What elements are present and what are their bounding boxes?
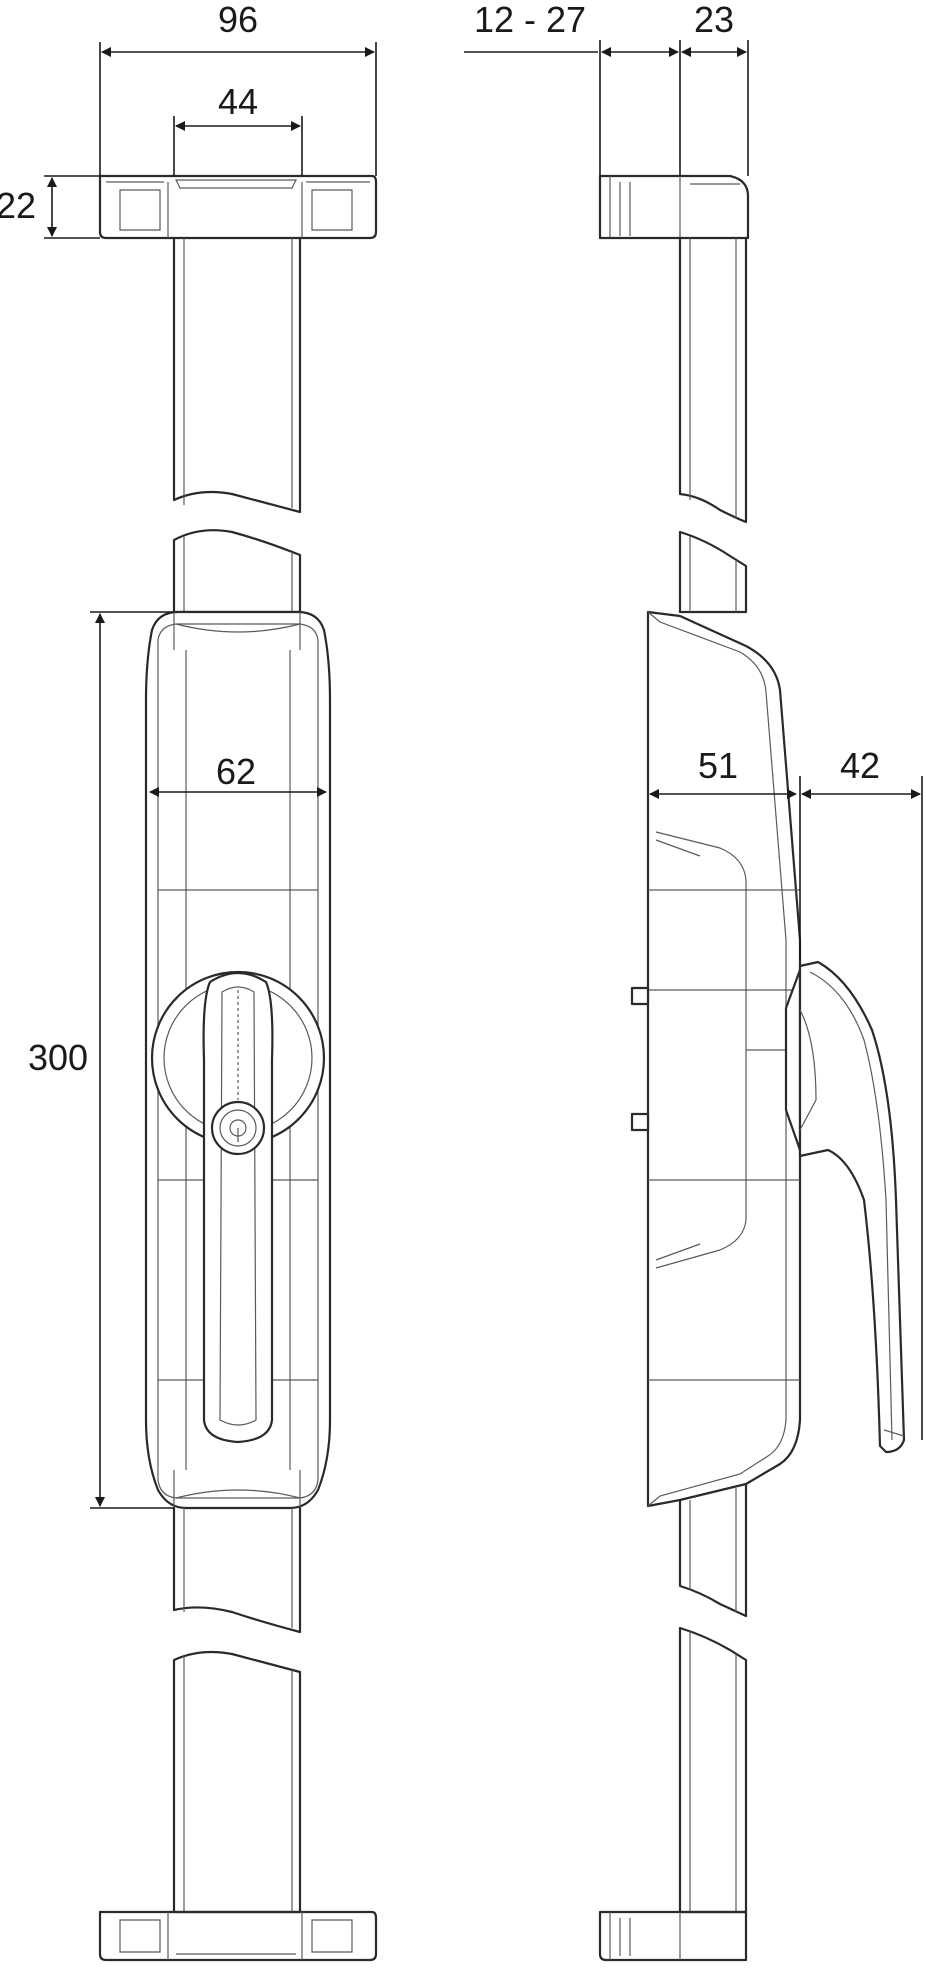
front-handle	[150, 970, 326, 1444]
front-lower-bar	[172, 1506, 302, 1914]
side-upper-bar	[678, 236, 748, 614]
side-bottom-cap	[598, 1910, 748, 1962]
side-top-cap	[598, 174, 750, 240]
label-96: 96	[218, 0, 258, 40]
side-lower-bar	[678, 1482, 748, 1914]
label-22: 22	[0, 185, 36, 226]
front-view	[98, 174, 378, 1962]
dimension-23: 23	[681, 0, 747, 57]
front-bottom-cap	[98, 1910, 378, 1962]
label-12-27: 12 - 27	[474, 0, 586, 40]
side-view	[598, 174, 906, 1962]
label-23: 23	[694, 0, 734, 40]
side-lock-body	[630, 610, 802, 1508]
label-62: 62	[216, 751, 256, 792]
dimension-96: 96	[99, 0, 377, 176]
dimension-12-27: 12 - 27	[464, 0, 749, 176]
label-300: 300	[28, 1037, 88, 1078]
dimension-62: 62	[149, 751, 327, 797]
dimension-22: 22	[0, 175, 100, 239]
dimension-51: 51	[649, 745, 797, 799]
label-42: 42	[840, 745, 880, 786]
front-top-cap	[98, 174, 378, 240]
side-handle	[784, 960, 906, 1454]
dimension-300: 300	[28, 611, 174, 1509]
dimension-42: 42	[799, 745, 923, 1440]
label-44: 44	[218, 81, 258, 122]
front-upper-bar	[172, 236, 302, 614]
label-51: 51	[698, 745, 738, 786]
dimension-44: 44	[173, 81, 303, 176]
